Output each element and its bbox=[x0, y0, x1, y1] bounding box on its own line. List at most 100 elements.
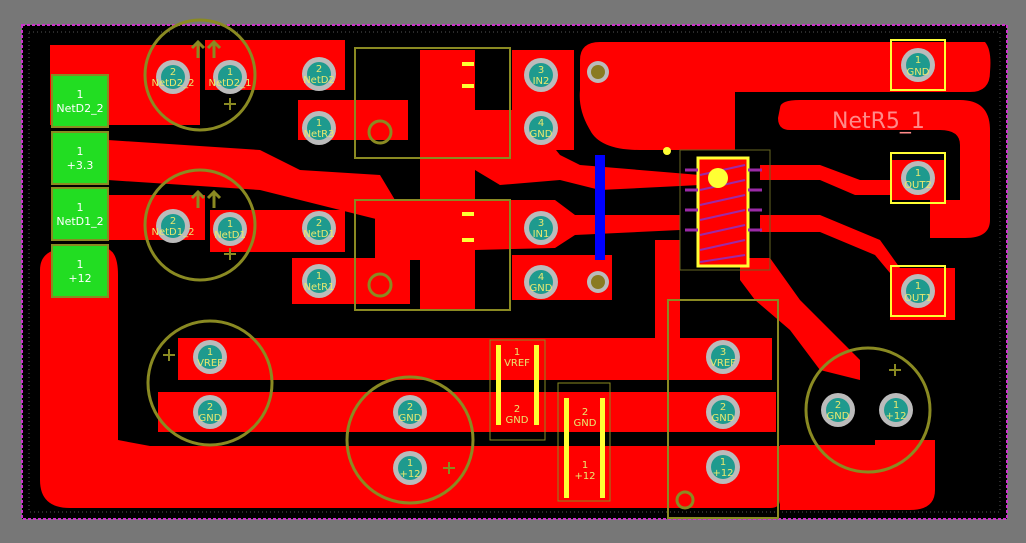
pad-number: 1 bbox=[915, 168, 921, 179]
pad-net: GND bbox=[827, 411, 850, 422]
connector-pad[interactable] bbox=[51, 244, 109, 298]
arrow-mark bbox=[206, 189, 222, 208]
chip-small-dot bbox=[663, 147, 671, 155]
connector-pad-select[interactable] bbox=[890, 39, 946, 91]
pad-net: OUT2 bbox=[904, 180, 932, 191]
pad-hole bbox=[906, 166, 930, 190]
pad-hole bbox=[529, 216, 553, 240]
chip-pin1-dot bbox=[708, 168, 728, 188]
silk-chip-main bbox=[679, 149, 771, 271]
plus-mark bbox=[889, 364, 901, 376]
plus-mark bbox=[224, 98, 236, 110]
silk-reg-mark bbox=[675, 490, 695, 510]
pad-number: 1 bbox=[893, 400, 899, 411]
through-hole-pad-reg-12[interactable]: 1+12 bbox=[706, 450, 740, 484]
connector-pad[interactable] bbox=[51, 187, 109, 241]
pad-number: 1 bbox=[77, 258, 84, 271]
through-hole-pad-c3-12[interactable]: 1+12 bbox=[879, 393, 913, 427]
pad-net: +3.3 bbox=[67, 159, 94, 172]
pad-hole bbox=[198, 345, 222, 369]
pad-hole bbox=[307, 216, 331, 240]
pad-number: 1 bbox=[227, 67, 233, 78]
copper-trace-vref bbox=[178, 338, 772, 380]
pad-net: VREF bbox=[710, 358, 736, 369]
pad-number: 2 bbox=[170, 67, 176, 78]
through-hole-pad-c2-12[interactable]: 1+12 bbox=[393, 451, 427, 485]
plus-mark bbox=[224, 248, 236, 260]
copper-trace-chip-r1 bbox=[760, 165, 890, 195]
pad-number: 3 bbox=[720, 347, 726, 358]
pad-number: 1 bbox=[915, 281, 921, 292]
smd-strip bbox=[462, 62, 474, 66]
pad-hole bbox=[161, 214, 185, 238]
pad-net: +12 bbox=[712, 468, 733, 479]
silk-ic-u1 bbox=[354, 47, 511, 159]
smd-strip bbox=[462, 238, 474, 242]
pad-hole bbox=[307, 269, 331, 293]
pad-hole bbox=[529, 270, 553, 294]
pad-number: 1 bbox=[77, 201, 84, 214]
pad-hole bbox=[218, 65, 242, 89]
silk-ic-u2 bbox=[354, 199, 511, 311]
connector-right: 1 GND 1 OUT2 1 OUT1 bbox=[890, 39, 946, 317]
pad-net: OUT1 bbox=[904, 293, 932, 304]
connector-pad[interactable] bbox=[51, 74, 109, 128]
pad-hole bbox=[711, 400, 735, 424]
connector-pad-select[interactable] bbox=[890, 265, 946, 317]
pad-hole bbox=[398, 456, 422, 480]
smd-strip bbox=[564, 398, 569, 498]
pad-hole bbox=[398, 400, 422, 424]
pad-net: GND bbox=[530, 283, 553, 294]
pad-net: NetD1_2 bbox=[152, 227, 195, 238]
pad-net: GND bbox=[399, 413, 422, 424]
net-label-netr5: NetR5_1 bbox=[832, 109, 925, 134]
silk-cap-c3 bbox=[804, 346, 932, 474]
pad-number: 2 bbox=[170, 216, 176, 227]
connector-pad[interactable] bbox=[51, 131, 109, 185]
pad-number: 2 bbox=[720, 402, 726, 413]
pad-net: NetD2 bbox=[303, 75, 335, 86]
pad-number: 2 bbox=[316, 64, 322, 75]
diode-arrows bbox=[190, 39, 222, 208]
pad-hole bbox=[161, 65, 185, 89]
pad-number: 4 bbox=[538, 272, 544, 283]
pad-number: 1 bbox=[407, 458, 413, 469]
mounting-hole-center bbox=[591, 65, 605, 79]
pad-net: NetD1 bbox=[214, 230, 246, 241]
copper-layer bbox=[40, 40, 991, 510]
pad-net: NetD1_2 bbox=[56, 215, 103, 228]
copper-trace-center bbox=[420, 50, 475, 310]
pad-net: VREF bbox=[197, 358, 223, 369]
connector-pad-select[interactable] bbox=[890, 152, 946, 204]
silk-regulator bbox=[667, 299, 779, 519]
pad-hole bbox=[307, 62, 331, 86]
smd-pad-net: VREF bbox=[504, 358, 530, 369]
pad-number: 1 bbox=[316, 118, 322, 129]
pad-net: NetD2_1 bbox=[209, 78, 252, 89]
smd-strip bbox=[462, 84, 474, 88]
pad-net: NetR1 bbox=[304, 282, 335, 293]
pad-number: 1 bbox=[77, 145, 84, 158]
pad-hole bbox=[307, 116, 331, 140]
smd-pads bbox=[462, 62, 605, 498]
pad-hole bbox=[711, 455, 735, 479]
